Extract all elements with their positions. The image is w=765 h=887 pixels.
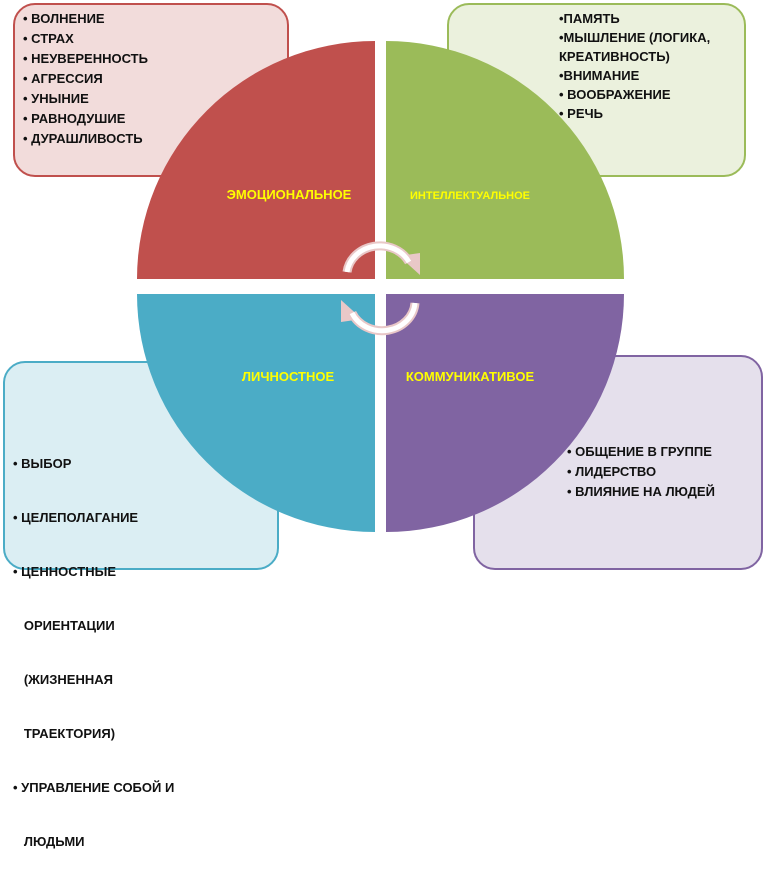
communicative-quadrant bbox=[386, 294, 624, 532]
list-item: • НЕУВЕРЕННОСТЬ bbox=[23, 51, 148, 66]
list-item: ОРИЕНТАЦИИ bbox=[13, 618, 115, 633]
list-item: (ЖИЗНЕННАЯ bbox=[13, 672, 113, 687]
list-item: • СТРАХ bbox=[23, 31, 74, 46]
list-item: ЛЮДЬМИ bbox=[13, 834, 85, 849]
list-item: КРЕАТИВНОСТЬ) bbox=[559, 49, 670, 64]
cycle-arrows-icon bbox=[341, 241, 420, 336]
list-item: • ВОЛНЕНИЕ bbox=[23, 11, 105, 26]
personal-label: ЛИЧНОСТНОЕ bbox=[242, 369, 335, 384]
list-item: • ДУРАШЛИВОСТЬ bbox=[23, 131, 143, 146]
list-item: •ПАМЯТЬ bbox=[559, 11, 620, 26]
list-item: ТРАЕКТОРИЯ) bbox=[13, 726, 116, 741]
list-item: • ВООБРАЖЕНИЕ bbox=[559, 87, 671, 102]
list-item: • ЛИДЕРСТВО bbox=[567, 464, 657, 479]
list-item: • РАВНОДУШИЕ bbox=[23, 111, 126, 126]
list-item: • УНЫНИЕ bbox=[23, 91, 89, 106]
list-item: • АГРЕССИЯ bbox=[23, 71, 103, 86]
emotional-quadrant bbox=[137, 41, 375, 279]
intellectual-quadrant bbox=[386, 41, 624, 279]
list-item: •МЫШЛЕНИЕ (ЛОГИКА, bbox=[559, 30, 711, 45]
quadrant-circle-diagram: ЭМОЦИОНАЛЬНОЕ ИНТЕЛЛЕКТУАЛЬНОЕ ЛИЧНОСТНО… bbox=[137, 41, 624, 532]
emotional-label: ЭМОЦИОНАЛЬНОЕ bbox=[227, 187, 352, 202]
list-item: • УПРАВЛЕНИЕ СОБОЙ И bbox=[13, 780, 175, 795]
intellectual-label: ИНТЕЛЛЕКТУАЛЬНОЕ bbox=[410, 190, 530, 202]
list-item: • РЕЧЬ bbox=[559, 106, 603, 121]
list-item: • ВЛИЯНИЕ НА ЛЮДЕЙ bbox=[567, 484, 715, 499]
list-item: • ОБЩЕНИЕ В ГРУППЕ bbox=[567, 444, 712, 459]
list-item: • ЦЕЛЕПОЛАГАНИЕ bbox=[13, 510, 139, 525]
list-item: • ВЫБОР bbox=[13, 456, 72, 471]
list-item: •ВНИМАНИЕ bbox=[559, 68, 640, 83]
personal-quadrant bbox=[137, 294, 375, 532]
communicative-label: КОММУНИКАТИВОЕ bbox=[406, 369, 535, 384]
